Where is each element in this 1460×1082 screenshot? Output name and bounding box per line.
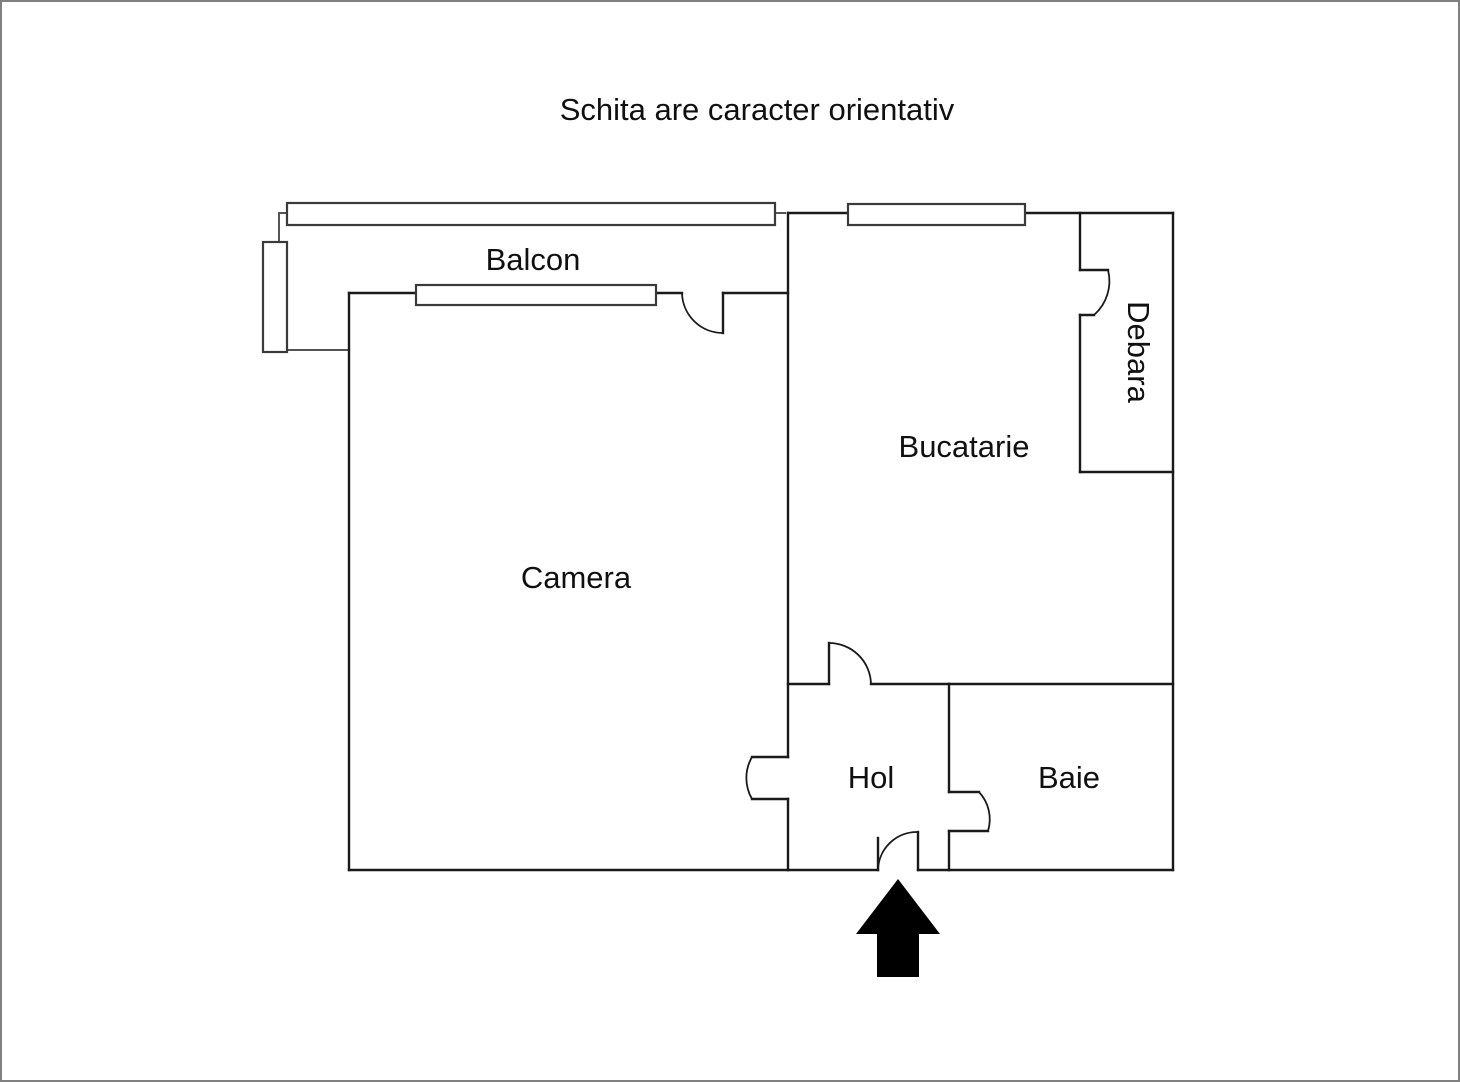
balcony-walls — [278, 212, 786, 351]
camera-balcony-door-arc — [681, 292, 724, 334]
room-label-hol: Hol — [848, 760, 895, 795]
hol-walls — [750, 682, 990, 872]
windows-group — [261, 201, 1027, 354]
debara-walls — [1078, 211, 1175, 474]
camera-hol-door-arc — [745, 756, 753, 800]
room-label-baie: Baie — [1038, 760, 1100, 795]
page-title: Schita are caracter orientativ — [560, 92, 955, 127]
balcony-window-front — [285, 201, 777, 227]
baie-hol-door-arc — [978, 791, 991, 832]
room-label-camera: Camera — [521, 560, 632, 595]
door-arcs-group — [681, 269, 1111, 871]
entrance-arrow — [856, 879, 940, 977]
room-label-debara: Debara — [1121, 301, 1156, 403]
entrance-door-arc — [877, 831, 919, 871]
room-label-bucatarie: Bucatarie — [899, 429, 1030, 464]
kitchen-window — [846, 202, 1027, 227]
camera-window — [414, 283, 658, 307]
balcony-window-side — [261, 240, 289, 354]
bucatarie-hol-door-arc — [828, 642, 872, 685]
camera-walls — [347, 211, 790, 872]
debara-door-arc — [1093, 269, 1111, 316]
room-label-balcon: Balcon — [486, 242, 581, 277]
bucatarie-walls — [786, 211, 1175, 872]
